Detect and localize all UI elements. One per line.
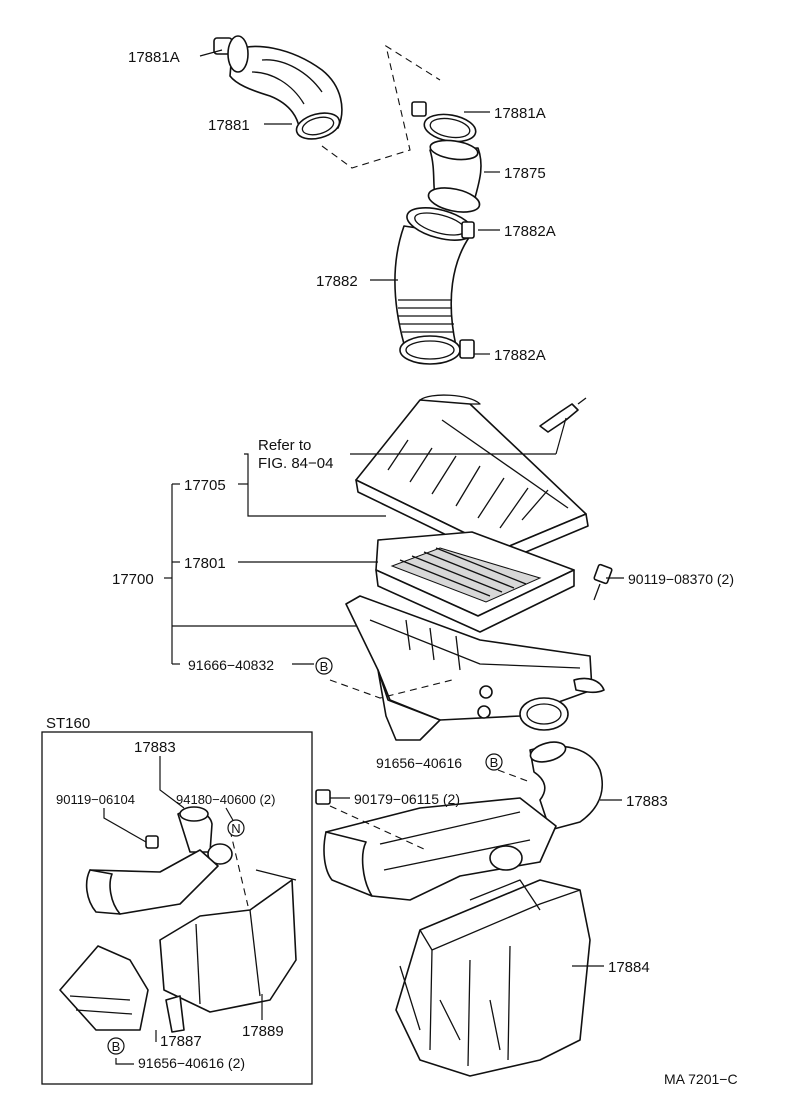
label-17875: 17875 [504,165,546,182]
hose-17875 [411,101,482,213]
svg-text:B: B [320,659,329,674]
label-17887: 17887 [160,1033,202,1050]
svg-text:B: B [112,1039,121,1054]
label-91656-40616-bottom: 91656−40616 (2) [138,1055,245,1071]
st160-inset-box [41,731,313,1085]
bolt-90119-08370 [593,563,613,601]
label-st160: ST160 [46,715,90,732]
label-91656-40616-mid: 91656−40616 [376,755,462,771]
resonator-17884 [395,879,591,1077]
label-17881: 17881 [208,117,250,134]
label-17700: 17700 [112,571,154,588]
label-17884: 17884 [608,959,650,976]
label-17883-left: 17883 [134,739,176,756]
label-91666-40832: 91666−40832 [188,657,274,673]
st160-duct [85,806,233,915]
dashed-link-94180 [229,829,249,907]
hose-17881 [213,35,343,140]
marker-b-1: B [315,657,333,675]
air-cleaner-cap-17705 [355,394,589,563]
label-17882A-bottom: 17882A [494,347,546,364]
dashed-link-91666 [329,679,453,699]
label-90179-06115: 90179−06115 (2) [354,791,460,807]
figure-code: MA 7201−C [664,1071,738,1087]
label-17881A-right: 17881A [494,105,546,122]
label-90119-06104: 90119−06104 [56,792,135,807]
label-refer-to: Refer to [258,437,311,454]
label-17882A-top: 17882A [504,223,556,240]
dashed-link-17881 [321,44,441,169]
marker-b-2: B [485,753,503,771]
hose-17882 [394,207,475,365]
svg-text:N: N [231,821,240,836]
label-17705: 17705 [184,477,226,494]
label-fig-84-04: FIG. 84−04 [258,455,333,472]
air-cleaner-case [345,595,605,741]
svg-text:B: B [490,755,499,770]
label-94180-40600: 94180−40600 (2) [176,792,275,807]
dashed-link-90179 [329,805,427,851]
filter-element-17801 [375,531,575,633]
label-90119-08370: 90119−08370 (2) [628,571,734,587]
label-17882: 17882 [316,273,358,290]
marker-b-3: B [107,1037,125,1055]
leader-lines [103,49,624,1065]
label-17889: 17889 [242,1023,284,1040]
marker-n: N [227,819,245,837]
label-17881A-top: 17881A [128,49,180,66]
st160-bracket-17887 [59,945,185,1033]
label-17883-right: 17883 [626,793,668,810]
label-17801: 17801 [184,555,226,572]
duct-17883 [315,741,603,901]
dashed-link-91656-mid [497,769,531,783]
